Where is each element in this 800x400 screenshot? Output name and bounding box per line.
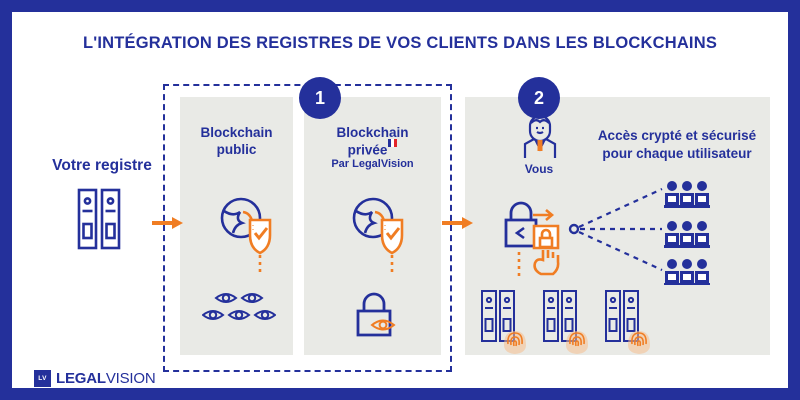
- heading-access-line1: Accès crypté et sécurisé: [597, 128, 757, 143]
- page-title: L'INTÉGRATION DES REGISTRES DE VOS CLIEN…: [82, 34, 718, 52]
- step-2-badge: 2: [518, 77, 560, 119]
- heading-access-line2: pour chaque utilisateur: [602, 146, 752, 161]
- legalvision-logo: LV LEGALVISION: [34, 370, 156, 387]
- binder-fingerprint-icon-list: [480, 289, 660, 360]
- eye-icon-group: [201, 289, 277, 330]
- heading-public-line2: public: [216, 142, 257, 157]
- globe-shield-icon-private: [348, 194, 406, 279]
- businessman-icon: [516, 112, 564, 165]
- subheading-par-legalvision: Par LegalVision: [331, 158, 414, 170]
- logo-mark: LV: [34, 370, 51, 387]
- source-label: Votre registre: [52, 157, 152, 174]
- panel-acces-crypte: [465, 97, 770, 355]
- access-connector-lines: [568, 182, 668, 282]
- arrow-right-icon-1: [152, 215, 184, 236]
- logo-bold-part: LEGAL: [56, 370, 106, 387]
- arrow-right-icon-2: [442, 215, 474, 236]
- user-group-icon-list: [664, 180, 720, 290]
- logo-text: LEGALVISION: [56, 370, 156, 387]
- heading-blockchain-privee: Blockchain privée: [304, 124, 441, 159]
- heading-blockchain-public: Blockchain public: [180, 124, 293, 158]
- heading-private-line2: privée: [347, 142, 388, 158]
- french-flag-icon: [388, 139, 398, 147]
- unlock-access-icon: [503, 198, 575, 283]
- heading-public-line1: Blockchain: [200, 125, 273, 140]
- logo-light-part: VISION: [105, 370, 156, 387]
- padlock-eye-icon: [355, 289, 401, 344]
- globe-shield-icon-public: [216, 194, 274, 279]
- canvas: L'INTÉGRATION DES REGISTRES DE VOS CLIEN…: [12, 12, 788, 388]
- label-vous: Vous: [524, 162, 554, 176]
- heading-private-line1: Blockchain: [336, 125, 409, 140]
- binders-icon: [76, 188, 122, 255]
- heading-acces-crypte: Accès crypté et sécurisé pour chaque uti…: [577, 127, 777, 163]
- step-1-badge: 1: [299, 77, 341, 119]
